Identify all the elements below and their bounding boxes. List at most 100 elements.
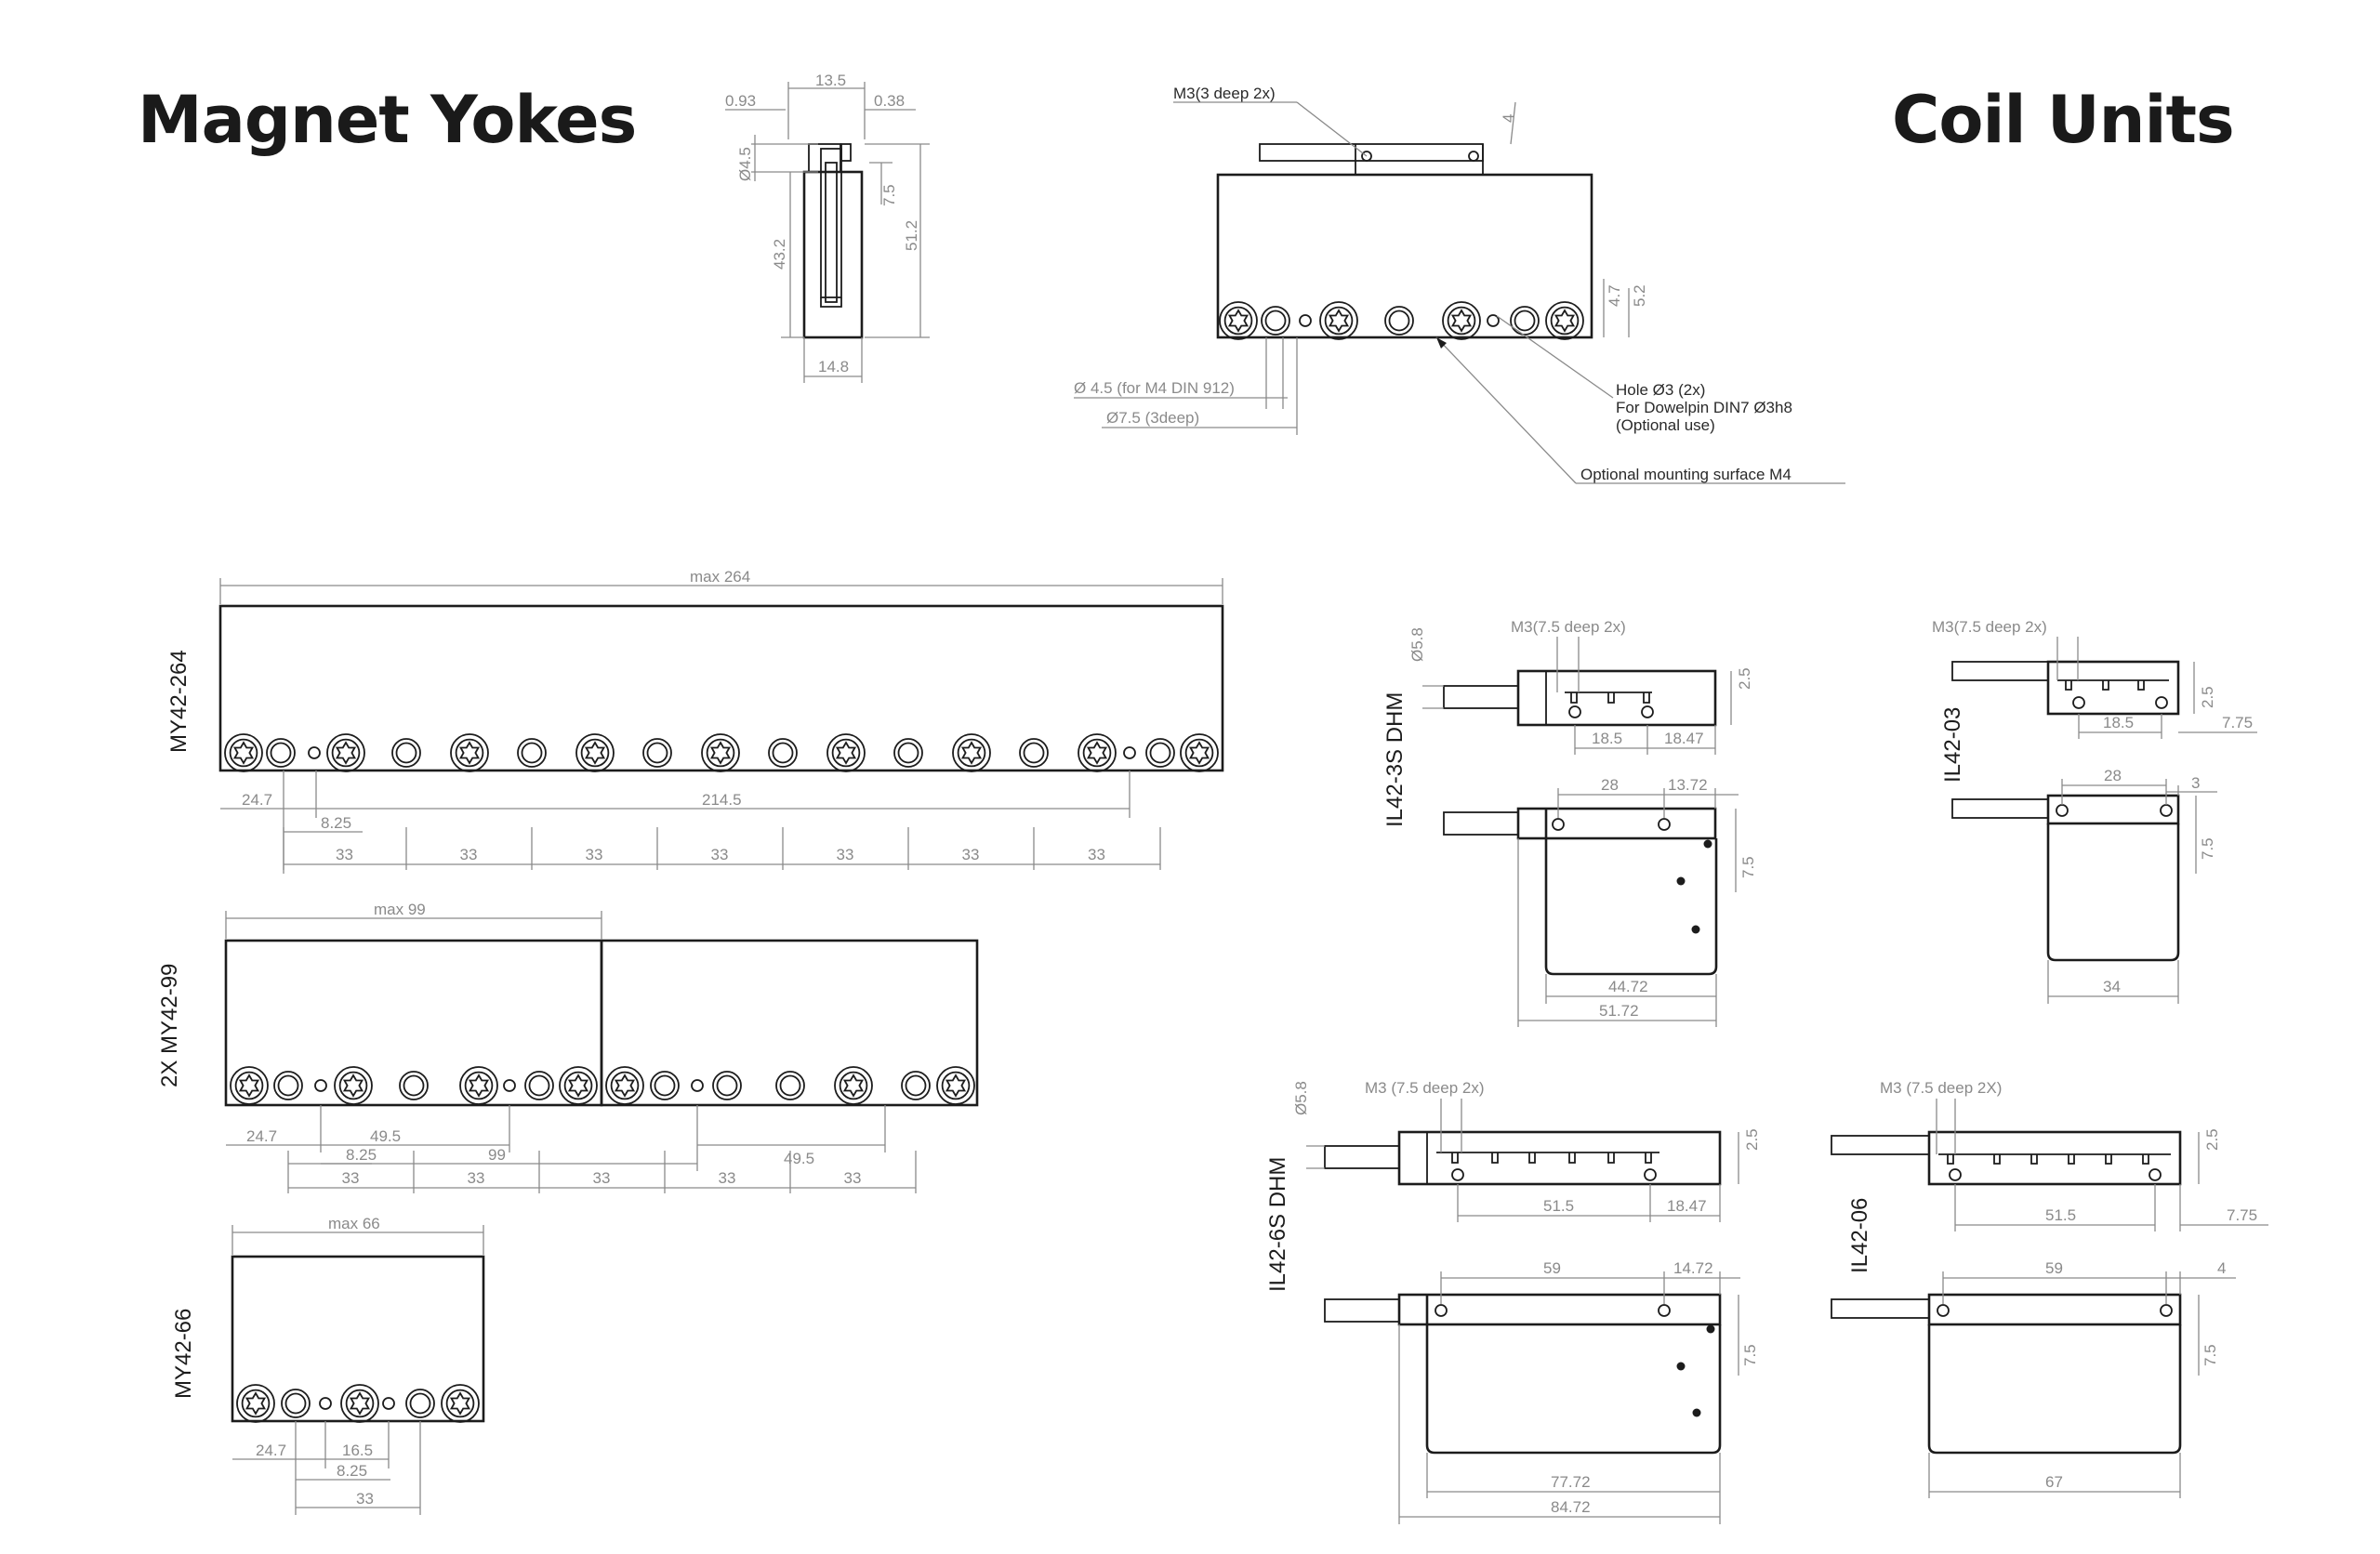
screw-head <box>1319 301 1358 340</box>
dim-14-8: 14.8 <box>818 358 849 375</box>
bolt-hole <box>642 738 672 768</box>
dim-51-2: 51.2 <box>903 220 920 251</box>
dim-18-47: 18.47 <box>1667 1197 1707 1215</box>
coil-il42-3s-dhm: IL42-3S DHM M3(7.5 deep 2x) Ø5.8 2.5 18.… <box>1382 618 1757 1027</box>
dim-18-5: 18.5 <box>2103 714 2134 731</box>
screw-head <box>230 1066 269 1105</box>
note-counterbore: Ø7.5 (3deep) <box>1106 409 1199 427</box>
yoke-side-view: 13.5 0.93 0.38 Ø4.5 7.5 43.2 51.2 14.8 <box>725 72 930 383</box>
screw-head <box>1219 301 1258 340</box>
dim-51-5: 51.5 <box>1543 1197 1574 1215</box>
bolt-hole <box>524 1071 554 1100</box>
dim-0-38: 0.38 <box>874 92 905 110</box>
note-hole-2: For Dowelpin DIN7 Ø3h8 <box>1616 399 1792 416</box>
label-il42-3s-dhm: IL42-3S DHM <box>1382 692 1408 827</box>
dim-phi-4-5: Ø4.5 <box>736 147 754 181</box>
dim-13-5: 13.5 <box>815 72 846 89</box>
screw-head <box>1078 733 1117 772</box>
dowel-hole <box>382 1397 395 1410</box>
screw-head <box>826 733 866 772</box>
note-bolt: Ø 4.5 (for M4 DIN 912) <box>1074 379 1235 397</box>
yoke-my42-66: MY42-66 max 66 24.7 16.5 8.25 33 <box>171 1215 485 1515</box>
dim-4: 4 <box>1500 114 1517 123</box>
note-m3: M3(7.5 deep 2x) <box>1511 618 1626 636</box>
dim-8-25: 8.25 <box>346 1146 377 1164</box>
note-m3: M3 (7.5 deep 2X) <box>1880 1079 2002 1097</box>
side-slot-inner <box>825 162 838 303</box>
label-il42-03: IL42-03 <box>1940 707 1965 783</box>
dim-4: 4 <box>2217 1259 2226 1277</box>
screw-head <box>441 1384 480 1423</box>
dim-59: 59 <box>2045 1259 2063 1277</box>
dowel-hole <box>1299 314 1312 327</box>
bolt-hole <box>399 1071 429 1100</box>
bolt-hole <box>1145 738 1175 768</box>
screw-head <box>952 733 991 772</box>
dowel-hole <box>308 746 321 759</box>
dim-33: 33 <box>844 1169 862 1187</box>
dim-33: 33 <box>586 846 603 863</box>
dim-24-7: 24.7 <box>246 1127 277 1145</box>
screw-head <box>450 733 489 772</box>
dim-5-2: 5.2 <box>1631 284 1648 307</box>
dim-7-5: 7.5 <box>880 184 898 206</box>
screw-head <box>559 1066 598 1105</box>
my99-body-left <box>224 939 603 1107</box>
dim-51-72: 51.72 <box>1599 1002 1639 1020</box>
dim-214-5: 214.5 <box>702 791 742 809</box>
dim-2-5: 2.5 <box>2203 1128 2221 1151</box>
dim-8-25: 8.25 <box>321 814 351 832</box>
note-hole-3: (Optional use) <box>1616 416 1715 434</box>
note-mounting-surface: Optional mounting surface M4 <box>1580 466 1792 483</box>
dim-0-93: 0.93 <box>725 92 756 110</box>
label-il42-6s-dhm: IL42-6S DHM <box>1265 1157 1290 1292</box>
dim-phi-5-8: Ø5.8 <box>1408 627 1426 662</box>
dim-max-66: max 66 <box>328 1215 380 1232</box>
label-my42-264: MY42-264 <box>166 650 192 753</box>
note-m3-3deep: M3(3 deep 2x) <box>1173 85 1276 102</box>
dim-max-99: max 99 <box>374 901 426 918</box>
label-2x-my42-99: 2X MY42-99 <box>157 964 182 1087</box>
dim-77-72: 77.72 <box>1551 1473 1591 1491</box>
dim-43-2: 43.2 <box>771 239 788 270</box>
screw-head <box>1442 301 1481 340</box>
dim-99: 99 <box>488 1146 506 1164</box>
dim-44-72: 44.72 <box>1608 978 1648 995</box>
dim-7-5: 7.5 <box>1739 856 1757 878</box>
dim-33: 33 <box>468 1169 485 1187</box>
dim-7-5: 7.5 <box>2199 837 2216 860</box>
note-m3: M3(7.5 deep 2x) <box>1932 618 2047 636</box>
dim-49-5: 49.5 <box>370 1127 401 1145</box>
dim-2-5: 2.5 <box>1743 1128 1761 1151</box>
dim-max-264: max 264 <box>690 568 750 586</box>
magnet-yokes-title: Magnet Yokes <box>138 82 637 158</box>
dim-14-72: 14.72 <box>1673 1259 1713 1277</box>
dim-7-75: 7.75 <box>2222 714 2253 731</box>
dim-24-7: 24.7 <box>242 791 272 809</box>
dim-18-5: 18.5 <box>1592 730 1622 747</box>
dowel-hole <box>503 1079 516 1092</box>
dim-34: 34 <box>2103 978 2121 995</box>
screw-head <box>701 733 740 772</box>
dim-33: 33 <box>962 846 980 863</box>
side-top <box>808 143 841 173</box>
dim-7-5: 7.5 <box>2202 1344 2219 1366</box>
bolt-hole <box>901 1071 931 1100</box>
screw-head <box>605 1066 644 1105</box>
dim-2-5: 2.5 <box>2199 686 2216 708</box>
dim-33: 33 <box>719 1169 736 1187</box>
side-body <box>802 170 864 339</box>
dim-33: 33 <box>342 1169 360 1187</box>
screw-head <box>326 733 365 772</box>
screw-head <box>575 733 615 772</box>
dowel-hole <box>319 1397 332 1410</box>
dowel-hole <box>691 1079 704 1092</box>
dim-16-5: 16.5 <box>342 1442 373 1459</box>
my264-body <box>218 604 1224 772</box>
dim-67: 67 <box>2045 1473 2063 1491</box>
coil-il42-03: IL42-03 M3(7.5 deep 2x) 2.5 18.5 7.75 28… <box>1932 618 2257 1004</box>
dim-7-5: 7.5 <box>1741 1344 1759 1366</box>
dim-33: 33 <box>593 1169 611 1187</box>
